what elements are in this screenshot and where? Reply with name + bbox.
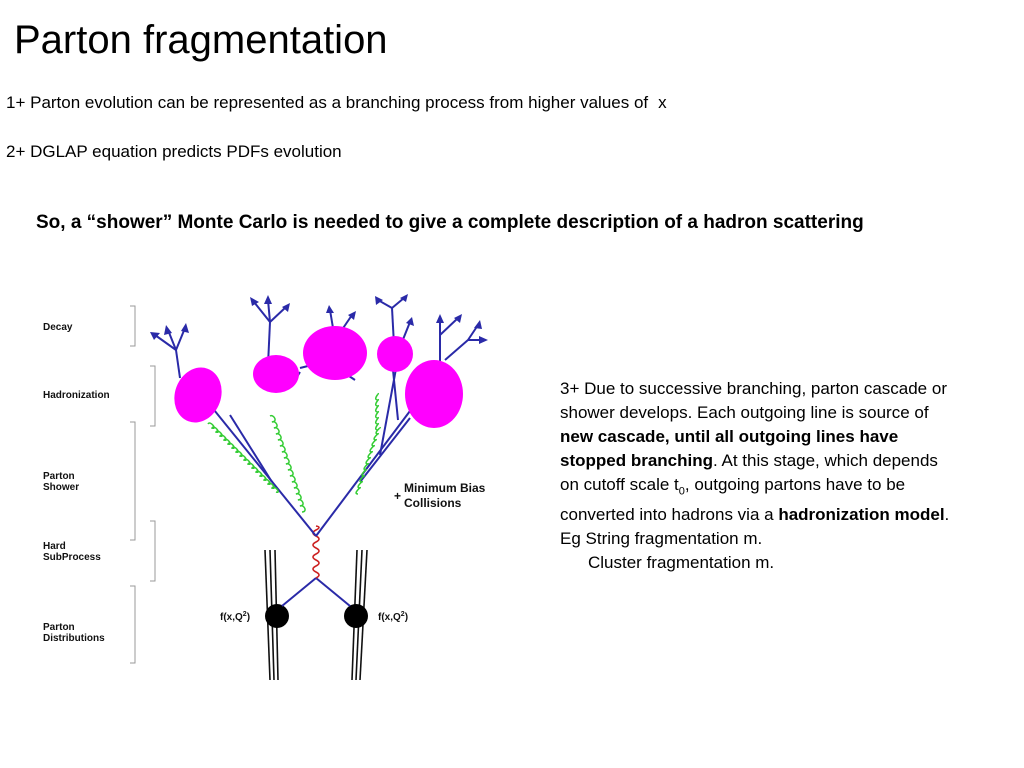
bracket-decay <box>130 305 136 347</box>
conclusion: So, a “shower” Monte Carlo is needed to … <box>36 212 864 233</box>
stage-brackets <box>130 305 156 664</box>
cluster-1 <box>174 367 222 423</box>
point-1: 1+ Parton evolution can be represented a… <box>6 93 667 113</box>
gluon-lines <box>207 392 381 513</box>
desc-mid-2: , outgoing partons have to be converted … <box>560 475 906 525</box>
label-parton-shower-1: Parton <box>43 471 75 482</box>
hadron-clusters <box>174 326 463 428</box>
page-title: Parton fragmentation <box>14 18 388 62</box>
bracket-hard-subprocess <box>150 520 156 582</box>
gluon-4 <box>375 392 380 431</box>
pdf-label-left: f(x,Q2) <box>220 611 250 623</box>
point-2: 2+ DGLAP equation predicts PDFs evolutio… <box>6 142 342 161</box>
cluster-4 <box>377 336 413 372</box>
point-1-variable: x <box>658 93 667 112</box>
cluster-5 <box>405 360 463 428</box>
gluon-2 <box>269 414 306 513</box>
desc-intro: 3+ Due to successive branching, parton c… <box>560 379 947 422</box>
shower-description: 3+ Due to successive branching, parton c… <box>560 377 960 575</box>
cluster-2 <box>253 355 299 393</box>
label-parton-shower-2: Shower <box>43 482 79 493</box>
label-hard-1: Hard <box>43 541 66 552</box>
label-pdf-1: Parton <box>43 622 75 633</box>
label-hadronization: Hadronization <box>43 390 110 401</box>
decay-arrowheads <box>150 294 488 344</box>
min-bias-plus: + <box>394 489 401 503</box>
bracket-hadronization <box>150 365 156 427</box>
desc-line-3: Cluster fragmentation m. <box>588 553 775 573</box>
desc-mid-1: . At this stage, which depends on cutoff… <box>560 451 938 494</box>
pdf-blob-left <box>265 604 289 628</box>
gluon-1 <box>207 422 279 493</box>
min-bias-line-1: Minimum Bias <box>404 481 486 495</box>
desc-line-2: Eg String fragmentation m. <box>560 529 763 549</box>
desc-bold-2: hadronization model <box>778 505 945 525</box>
point-1-text: 1+ Parton evolution can be represented a… <box>6 93 649 112</box>
label-decay: Decay <box>43 322 73 333</box>
bracket-parton-shower <box>130 421 136 541</box>
pdf-label-right: f(x,Q2) <box>378 611 408 623</box>
label-hard-2: SubProcess <box>43 552 101 563</box>
min-bias-line-2: Collisions <box>404 496 462 510</box>
desc-bold-1: new cascade, until all outgoing lines ha… <box>560 427 899 470</box>
label-pdf-2: Distributions <box>43 633 105 644</box>
desc-end: . <box>944 505 950 525</box>
incoming-partons <box>281 577 351 607</box>
pdf-blob-right <box>344 604 368 628</box>
cluster-3 <box>303 326 367 380</box>
desc-subscript: 0 <box>678 485 685 498</box>
gluon-3 <box>355 426 381 495</box>
bracket-parton-distributions <box>130 585 136 664</box>
